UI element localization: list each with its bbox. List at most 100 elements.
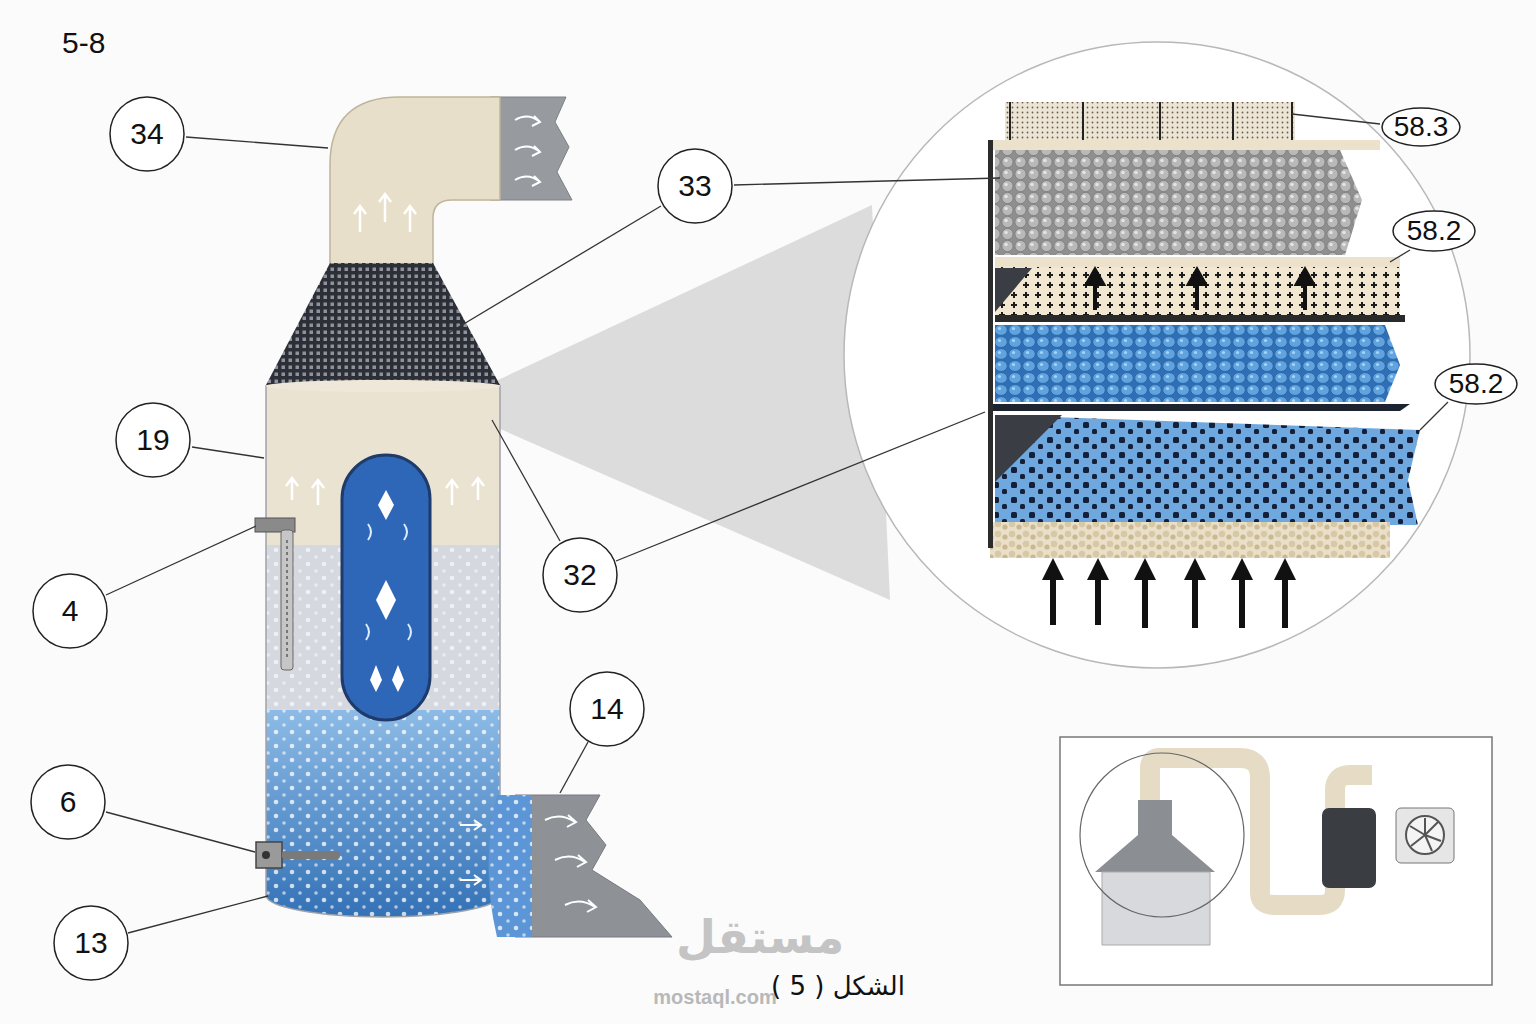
inlet-pipe-part [489, 795, 533, 937]
callout-text: 14 [590, 694, 623, 724]
system-inset-part [1080, 753, 1244, 917]
leader-lines-part [734, 178, 1000, 185]
callout-ellipse [1435, 364, 1517, 404]
drain-valve-part [282, 851, 340, 859]
outlet-pipe [330, 97, 572, 265]
callout-ellipse [1393, 211, 1475, 251]
callout-text: 58.2 [1449, 370, 1504, 398]
zoom-detail-part-part [1010, 102, 1292, 140]
drain-valve-part [256, 842, 282, 868]
outlet-pipe-part [354, 194, 416, 232]
callout-text: 19 [136, 425, 169, 455]
leader-lines-part [442, 206, 661, 337]
zoom-detail-part-part [995, 150, 1362, 255]
figure-caption: الشكل ( 5 ) [771, 972, 905, 1001]
callout-number: 19 [115, 402, 191, 478]
zoom-detail-part-part-part [1050, 575, 1056, 625]
zoom-detail-part-part-part [1274, 558, 1296, 580]
system-inset-part [1102, 872, 1210, 945]
zoom-detail-part-part [995, 257, 1400, 267]
drain-valve-part [262, 851, 270, 859]
leader-lines-part [560, 742, 588, 793]
callout-text: 4 [62, 596, 79, 626]
callout-text: 34 [130, 119, 163, 149]
callout-text: 58.3 [1394, 113, 1449, 141]
callout-ellipse [543, 538, 617, 612]
callout-text: 6 [60, 787, 77, 817]
system-inset-part [1406, 816, 1444, 854]
scrubber-vessel-part [366, 524, 411, 640]
zoom-detail-part-part [1042, 558, 1296, 580]
zoom-detail-part-part [988, 140, 993, 548]
leader-lines-part [1420, 402, 1448, 430]
scrubber-vessel-part [266, 380, 500, 392]
zoom-detail-part-part-part [1134, 558, 1156, 580]
callout-text: 32 [563, 560, 596, 590]
system-inset-part [1396, 808, 1454, 863]
callout-ellipse [658, 149, 732, 223]
watermark: mostaql.com [653, 986, 776, 1008]
inlet-pipe-part [460, 815, 596, 912]
system-inset-part [1095, 800, 1215, 872]
callout-ellipse [116, 403, 190, 477]
callout-number: 58.2 [1392, 210, 1476, 252]
zoom-detail-part-part [995, 415, 1062, 482]
inlet-pipe-part [515, 795, 672, 937]
callout-number: 58.3 [1381, 107, 1461, 147]
callout-ellipse [31, 765, 105, 839]
leader-lines-part [492, 420, 560, 541]
leader-lines-part [1390, 250, 1410, 262]
callout-ellipse [54, 906, 128, 980]
scrubber-vessel-part [266, 385, 500, 917]
callout-number: 4 [32, 573, 108, 649]
scrubber-vessel-part [342, 455, 430, 720]
zoom-detail-part-part [995, 267, 1400, 315]
zoom-detail-part [844, 42, 1470, 668]
outlet-pipe-part [490, 97, 572, 200]
figure-number: 5-8 [62, 26, 105, 59]
scrubber-vessel [260, 263, 510, 930]
leader-lines-part [106, 812, 255, 852]
zoom-detail-part-part-part [1095, 575, 1101, 625]
zoom-detail-part-part-part [1231, 558, 1253, 580]
zoom-detail-part-part [995, 315, 1405, 322]
leader-lines [106, 114, 1448, 933]
outlet-pipe-part [330, 97, 500, 265]
zoom-detail-part-part-part [1142, 575, 1148, 628]
inlet-pipe [460, 795, 672, 937]
zoom-detail-part-part-part [1087, 558, 1109, 580]
level-gauge [255, 518, 295, 670]
zoom-cone-part [498, 205, 890, 600]
system-inset-part [1322, 808, 1376, 888]
zoom-detail-part-part [995, 268, 1032, 312]
zoom-detail-part [988, 102, 1420, 628]
outlet-pipe-part [515, 116, 540, 186]
zoom-detail-part-part [995, 415, 1420, 525]
zoom-detail [844, 42, 1470, 668]
level-gauge-part [286, 540, 288, 660]
callout-number: 13 [53, 905, 129, 981]
watermark: مستقل [676, 912, 844, 963]
callout-text: 58.2 [1407, 217, 1462, 245]
zoom-detail-part-part [990, 522, 1390, 558]
zoom-detail-part-part [990, 404, 1410, 411]
callout-ellipse [1382, 108, 1460, 146]
callout-ellipse [33, 574, 107, 648]
callout-number: 33 [657, 148, 733, 224]
leader-lines-part [128, 896, 268, 933]
zoom-detail-part-part-part [1184, 558, 1206, 580]
zoom-detail-part-part-part [1282, 575, 1288, 628]
zoom-detail-part-part-part [1192, 575, 1198, 628]
leader-lines-part [192, 447, 264, 458]
callout-ellipse [110, 97, 184, 171]
callout-text: 13 [74, 928, 107, 958]
zoom-detail-part-part [995, 325, 1400, 402]
callout-ellipse [570, 672, 644, 746]
callout-number: 58.2 [1434, 363, 1518, 405]
scrubber-vessel-part-part [260, 710, 510, 930]
zoom-detail-part-part-part [1042, 558, 1064, 580]
system-inset-part [1410, 818, 1441, 851]
